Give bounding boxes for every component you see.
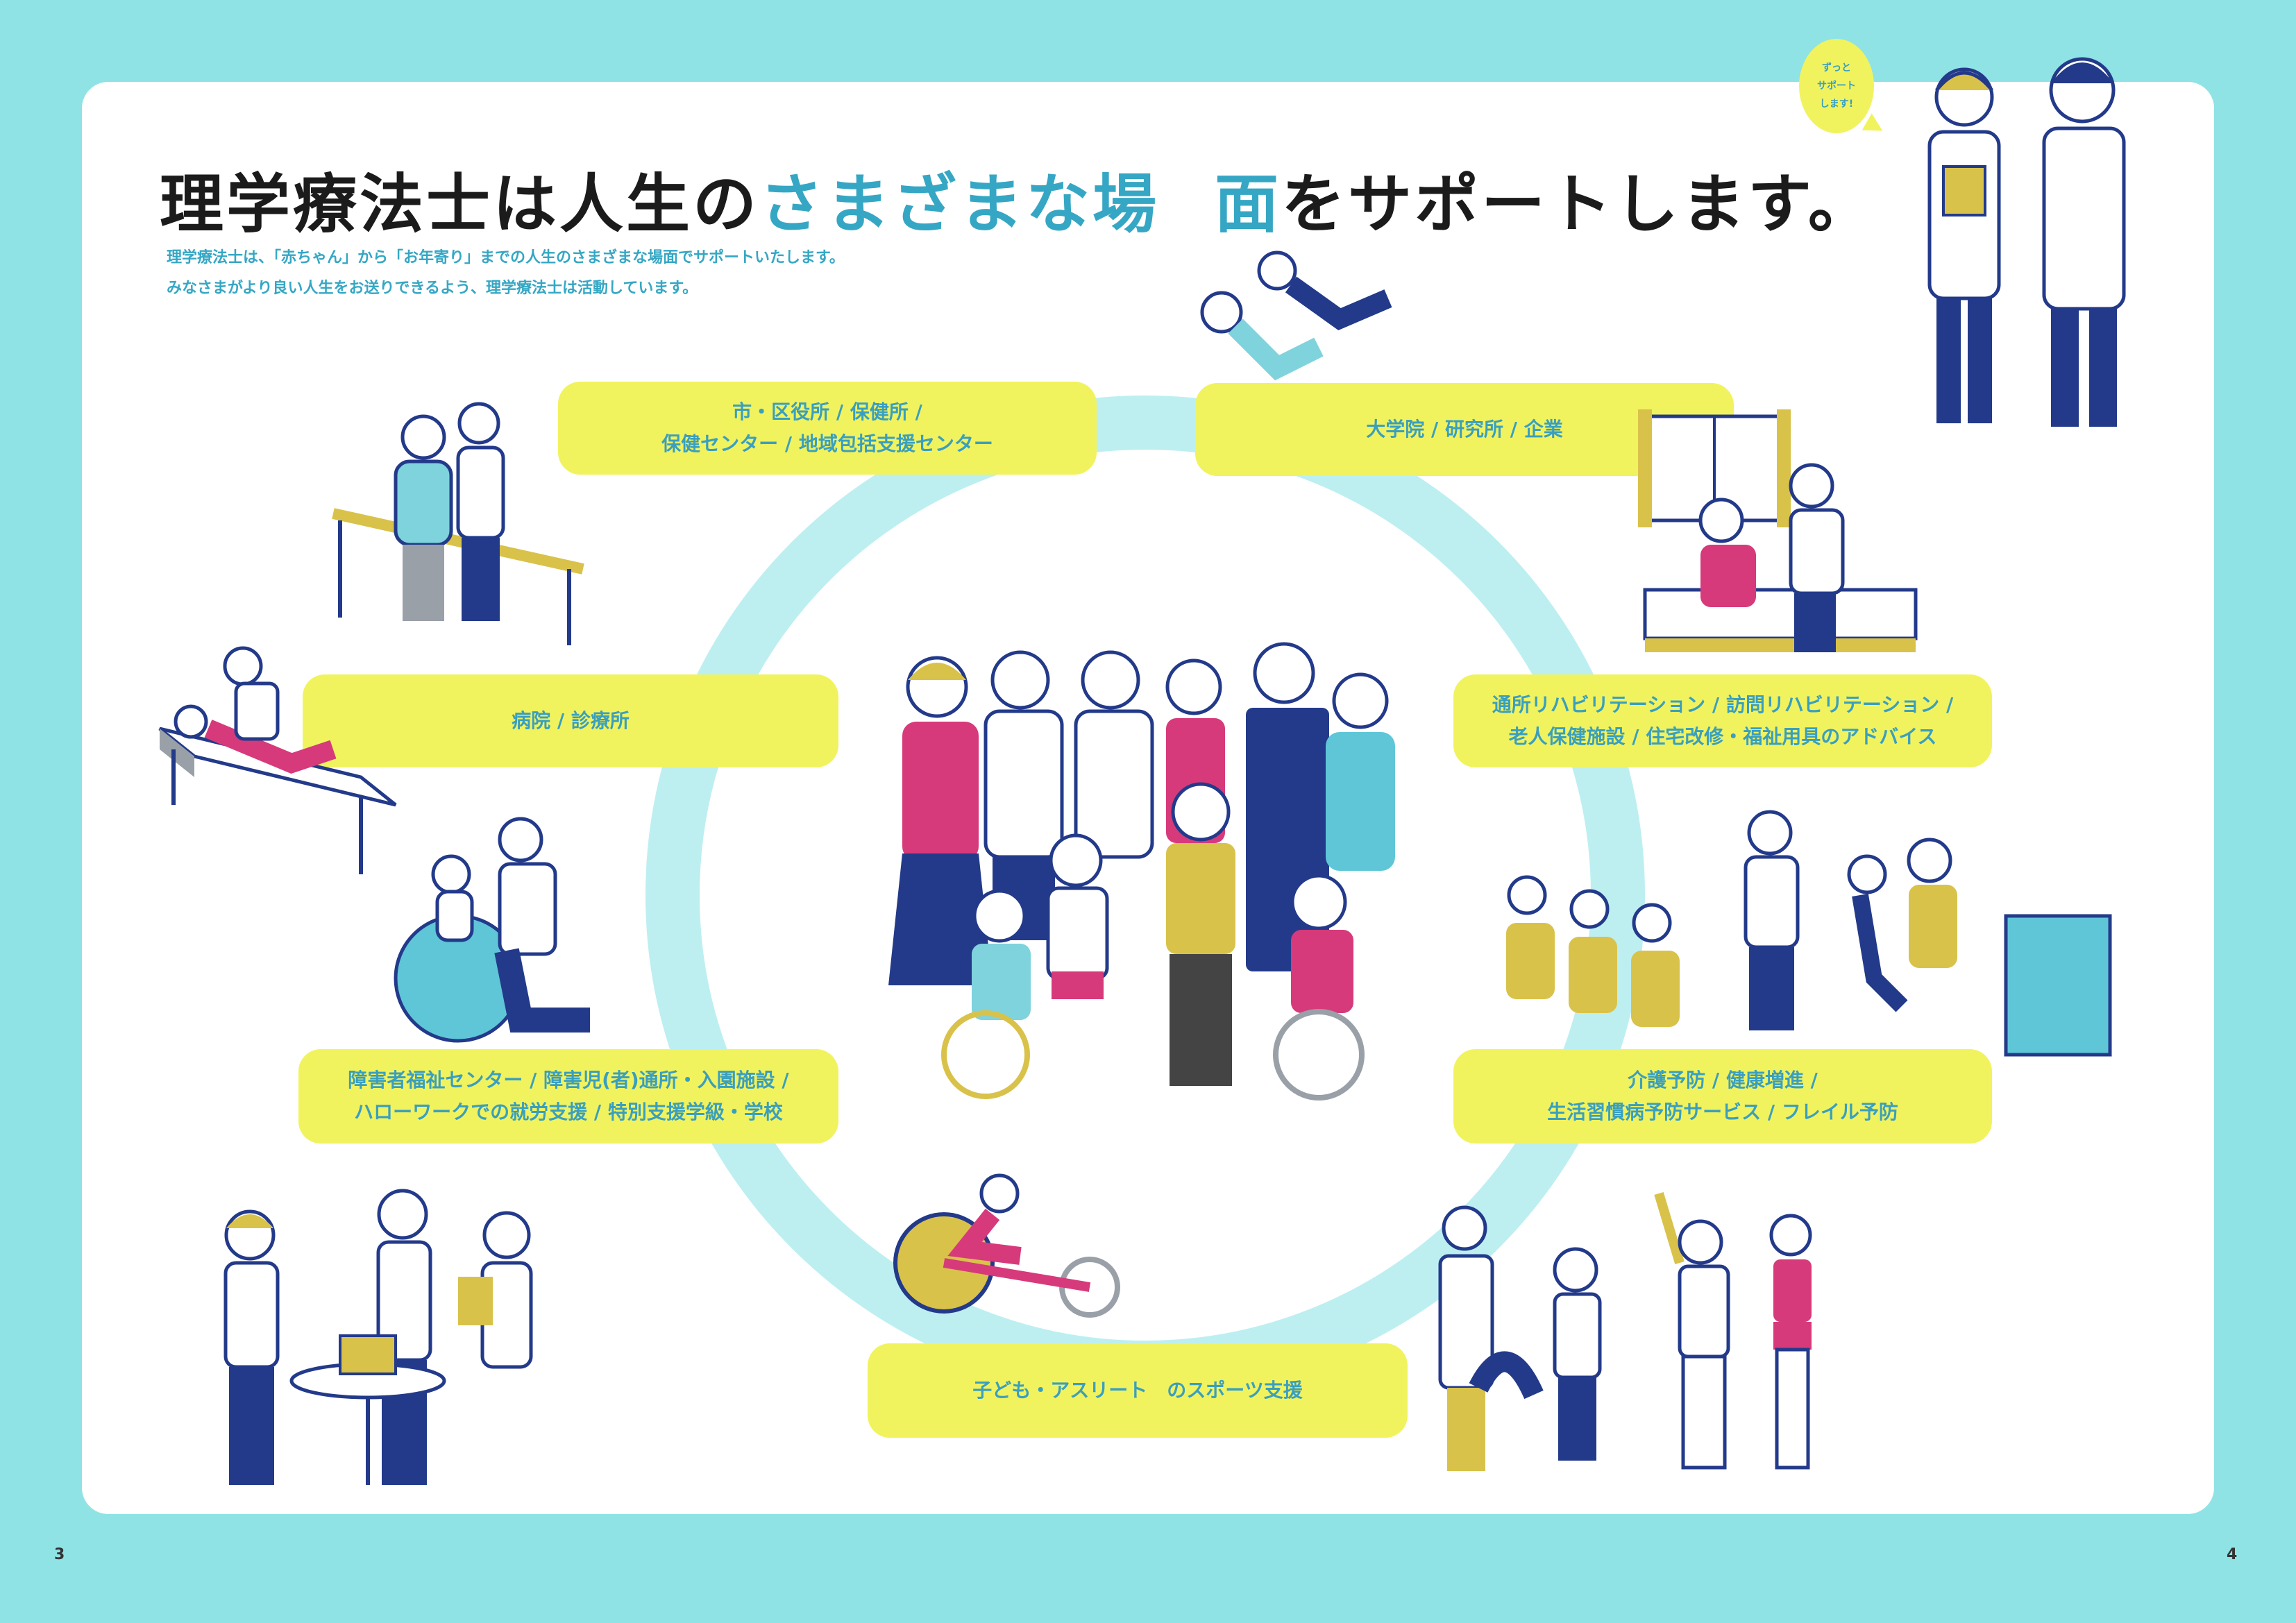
label-rehabilitation-line-2: 老人保健施設 / 住宅改修・福祉用具のアドバイス — [1508, 725, 1937, 748]
label-university-text: 大学院 / 研究所 / 企業 — [1366, 418, 1563, 441]
label-care-prevention-line-1: 介護予防 / 健康増進 / — [1628, 1069, 1818, 1091]
exercise-illustration — [1200, 250, 1392, 381]
label-hospital: 病院 / 診療所 — [303, 674, 838, 767]
title-part2: をサポートします。 — [1281, 167, 1875, 241]
label-city-office: 市・区役所 / 保健所 / 保健センター / 地域包括支援センター — [558, 382, 1097, 475]
label-city-office-line-1: 市・区役所 / 保健所 / — [732, 400, 922, 423]
sports-check-illustration — [1438, 1191, 1812, 1471]
title-highlight-1: さまざまな場 — [759, 167, 1160, 241]
bubble-line-2: サポート — [1817, 80, 1856, 92]
subtitle-line-1: 理学療法士は、「赤ちゃん」から「お年寄り」までの人生のさまざまな場面でサポートい… — [167, 249, 845, 266]
home-visit-illustration — [1638, 409, 1918, 652]
bubble-line-3: します! — [1819, 99, 1854, 110]
therapists-illustration — [1927, 57, 2126, 427]
label-rehabilitation-line-1: 通所リハビリテーション / 訪問リハビリテーション / — [1492, 693, 1954, 716]
title-highlight-2: 面 — [1215, 167, 1282, 241]
page-number-left: 3 — [54, 1546, 65, 1563]
baby-therapy-illustration — [394, 817, 590, 1043]
bubble-line-1: ずっと — [1822, 62, 1851, 74]
group-exercise-illustration — [1506, 810, 2112, 1057]
team-meeting-illustration — [223, 1189, 533, 1485]
label-city-office-line-2: 保健センター / 地域包括支援センター — [661, 432, 993, 455]
label-sports-text: 子ども・アスリート のスポーツ支援 — [972, 1379, 1303, 1402]
label-welfare: 障害者福祉センター / 障害児(者)通所・入園施設 / ハローワークでの就労支援… — [298, 1049, 838, 1144]
page-number-right: 4 — [2227, 1546, 2238, 1563]
label-welfare-line-2: ハローワークでの就労支援 / 特別支援学級・学校 — [354, 1101, 783, 1123]
subtitle: 理学療法士は、「赤ちゃん」から「お年寄り」までの人生のさまざまな場面でサポートい… — [167, 243, 845, 304]
label-sports: 子ども・アスリート のスポーツ支援 — [868, 1343, 1408, 1438]
label-care-prevention-line-2: 生活習慣病予防サービス / フレイル予防 — [1547, 1101, 1898, 1123]
family-group-illustration — [888, 642, 1395, 1101]
page-title: 理学療法士は人生のさまざまな場面をサポートします。 — [160, 153, 1875, 245]
wheelchair-athlete-illustration — [893, 1173, 1120, 1318]
label-hospital-text: 病院 / 診療所 — [512, 709, 630, 732]
walking-rehab-illustration — [332, 402, 584, 645]
hospital-bed-illustration — [158, 646, 397, 874]
speech-bubble: ずっと サポート します! — [1799, 39, 1874, 133]
title-part1: 理学療法士は人生の — [160, 167, 760, 241]
subtitle-line-2: みなさまがより良い人生をお送りできるよう、理学療法士は活動しています。 — [167, 280, 698, 297]
label-care-prevention: 介護予防 / 健康増進 / 生活習慣病予防サービス / フレイル予防 — [1453, 1049, 1992, 1144]
label-welfare-line-1: 障害者福祉センター / 障害児(者)通所・入園施設 / — [348, 1069, 789, 1091]
label-rehabilitation: 通所リハビリテーション / 訪問リハビリテーション / 老人保健施設 / 住宅改… — [1453, 674, 1992, 767]
